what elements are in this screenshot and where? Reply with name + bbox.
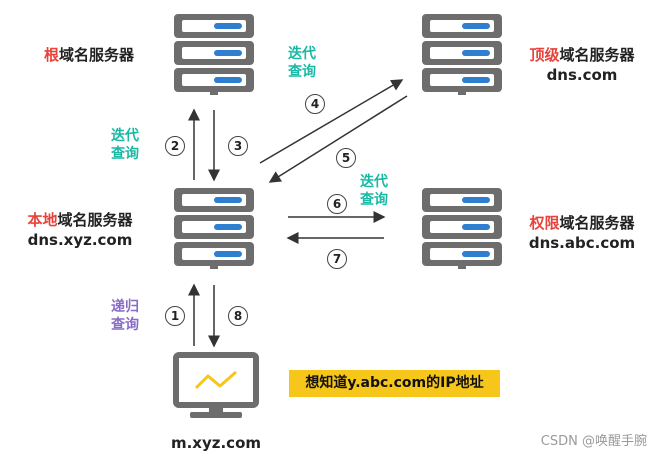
step-3-marker: 3 [228,136,248,156]
authoritative-server-host: dns.abc.com [528,234,636,252]
step-7-marker: 7 [327,249,347,269]
client-host-label: m.xyz.com [170,434,262,452]
authoritative-server-label: 权限域名服务器 dns.abc.com [522,213,642,253]
step-4-marker: 4 [305,94,325,114]
watermark: CSDN @唤醒手腕 [540,434,647,449]
computer-icon [173,352,259,418]
local-server-label: 本地域名服务器 dns.xyz.com [20,210,140,250]
local-server-icon [174,188,254,269]
step-1-marker: 1 [165,306,185,326]
tld-server-label: 顶级域名服务器 dns.com [522,45,642,85]
step-6-marker: 6 [327,194,347,214]
tld-server-host: dns.com [546,66,618,84]
step-8-marker: 8 [228,306,248,326]
local-server-host: dns.xyz.com [27,231,133,249]
query-note: 想知道y.abc.com的IP地址 [289,370,500,397]
arrow-step-5 [268,95,408,183]
step-2-marker: 2 [165,136,185,156]
authoritative-server-icon [422,188,502,269]
root-server-label: 根域名服务器 [44,46,135,64]
arrow-step-4 [259,79,404,164]
tld-server-icon [422,14,502,95]
recursive-query-label: 递归查询 [111,299,139,333]
iterative-query-label-local-root: 迭代查询 [111,128,139,162]
step-5-marker: 5 [336,148,356,168]
iterative-query-label-authoritative: 迭代查询 [360,174,388,208]
iterative-query-label-tld: 迭代查询 [288,46,316,80]
root-server-icon [174,14,254,95]
